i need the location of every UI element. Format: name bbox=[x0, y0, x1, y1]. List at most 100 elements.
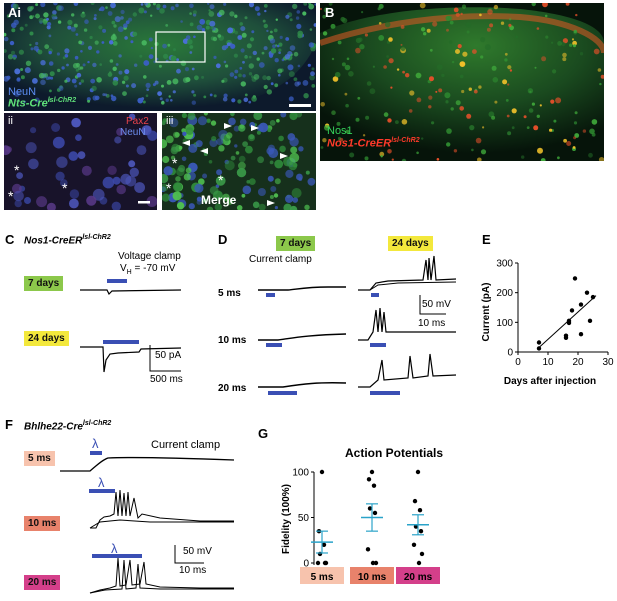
cell-dot bbox=[109, 40, 114, 45]
cell-dot bbox=[148, 54, 154, 59]
cell-dot bbox=[61, 66, 65, 70]
cell-dot bbox=[295, 16, 300, 20]
cell-dot bbox=[218, 9, 225, 16]
cell-dot bbox=[462, 51, 468, 57]
cell-dot bbox=[446, 28, 449, 32]
cell-dot bbox=[162, 193, 170, 202]
cell-dot bbox=[270, 186, 277, 192]
cell-dot bbox=[14, 68, 21, 75]
cell-dot bbox=[409, 90, 415, 96]
cell-dot bbox=[507, 131, 512, 136]
cell-dot bbox=[172, 191, 182, 201]
cell-dot bbox=[310, 71, 315, 77]
cell-dot bbox=[459, 106, 464, 111]
cell-dot bbox=[359, 44, 365, 50]
cell-dot bbox=[191, 90, 195, 94]
cell-dot bbox=[40, 60, 46, 66]
cell-dot bbox=[24, 197, 31, 204]
panel-c-tag-24days: 24 days bbox=[24, 331, 69, 346]
cell-dot bbox=[523, 115, 527, 119]
cell-dot bbox=[263, 23, 268, 29]
cell-dot bbox=[48, 76, 52, 80]
cell-dot bbox=[261, 51, 265, 55]
cell-dot bbox=[500, 21, 505, 25]
panel-a-ii-neun: NeuN bbox=[120, 127, 146, 138]
cell-dot bbox=[176, 58, 180, 62]
cell-dot bbox=[288, 71, 295, 78]
panel-d-traces bbox=[258, 255, 457, 395]
cell-dot bbox=[445, 100, 449, 104]
cell-dot bbox=[308, 3, 315, 10]
cell-dot bbox=[47, 22, 52, 27]
cell-dot bbox=[180, 60, 187, 66]
cell-dot bbox=[44, 44, 50, 50]
cell-dot bbox=[278, 48, 282, 52]
cell-dot bbox=[162, 139, 168, 149]
cell-dot bbox=[400, 43, 403, 46]
cell-dot bbox=[75, 33, 79, 36]
cell-dot bbox=[252, 50, 257, 56]
star-marker: * bbox=[14, 162, 20, 178]
star-marker: * bbox=[172, 155, 178, 171]
cell-dot bbox=[191, 100, 196, 105]
cell-dot bbox=[222, 96, 228, 102]
cell-dot bbox=[87, 60, 90, 64]
cell-dot bbox=[537, 147, 543, 154]
cell-dot bbox=[92, 95, 98, 101]
data-point bbox=[416, 560, 422, 566]
cell-dot bbox=[114, 136, 122, 144]
cell-dot bbox=[162, 155, 170, 164]
vh-prefix: V bbox=[120, 263, 127, 274]
data-point bbox=[569, 308, 575, 313]
vh-value: = -70 mV bbox=[131, 263, 176, 274]
cell-dot bbox=[262, 19, 266, 23]
cell-dot bbox=[148, 37, 153, 42]
cell-dot bbox=[303, 93, 309, 99]
data-point bbox=[536, 346, 542, 351]
cell-dot bbox=[166, 80, 172, 85]
cell-dot bbox=[208, 9, 211, 12]
trace-f-20ms bbox=[89, 557, 234, 594]
cell-dot bbox=[29, 31, 34, 36]
cell-dot bbox=[416, 151, 419, 155]
cell-dot bbox=[4, 36, 9, 42]
cell-dot bbox=[163, 53, 169, 59]
cell-dot bbox=[19, 26, 24, 31]
cell-dot bbox=[43, 12, 49, 18]
cell-dot bbox=[223, 3, 227, 6]
cell-dot bbox=[209, 93, 213, 97]
cell-dot bbox=[246, 43, 252, 49]
cell-dot bbox=[504, 58, 508, 62]
category-label: 10 ms bbox=[358, 572, 387, 583]
cell-dot bbox=[87, 45, 93, 51]
cell-dot bbox=[241, 193, 246, 198]
cell-dot bbox=[426, 28, 431, 33]
cell-dot bbox=[111, 95, 117, 102]
panel-b-label: B bbox=[325, 5, 335, 20]
cell-dot bbox=[279, 145, 286, 153]
cell-dot bbox=[118, 70, 123, 75]
cell-dot bbox=[37, 49, 43, 55]
cell-dot bbox=[257, 156, 264, 164]
cell-dot bbox=[71, 13, 75, 17]
cell-dot bbox=[188, 203, 195, 210]
cell-dot bbox=[187, 113, 196, 121]
cell-dot bbox=[304, 204, 310, 210]
panel-d-scale-mv: 50 mV bbox=[422, 299, 451, 310]
panel-f-lambda-3: λ bbox=[111, 541, 118, 556]
cell-dot bbox=[82, 63, 86, 67]
cell-dot bbox=[531, 3, 536, 7]
cell-dot bbox=[32, 15, 35, 18]
cell-dot bbox=[562, 52, 567, 58]
panel-d-tag-7days: 7 days bbox=[276, 236, 316, 251]
cell-dot bbox=[305, 170, 310, 175]
cell-dot bbox=[561, 41, 566, 47]
cell-dot bbox=[168, 95, 171, 98]
cell-dot bbox=[309, 74, 315, 81]
cell-dot bbox=[162, 173, 169, 184]
cell-dot bbox=[448, 40, 453, 44]
cell-dot bbox=[364, 33, 368, 37]
cell-dot bbox=[341, 62, 346, 67]
cell-dot bbox=[145, 82, 151, 88]
cell-dot bbox=[472, 49, 477, 54]
